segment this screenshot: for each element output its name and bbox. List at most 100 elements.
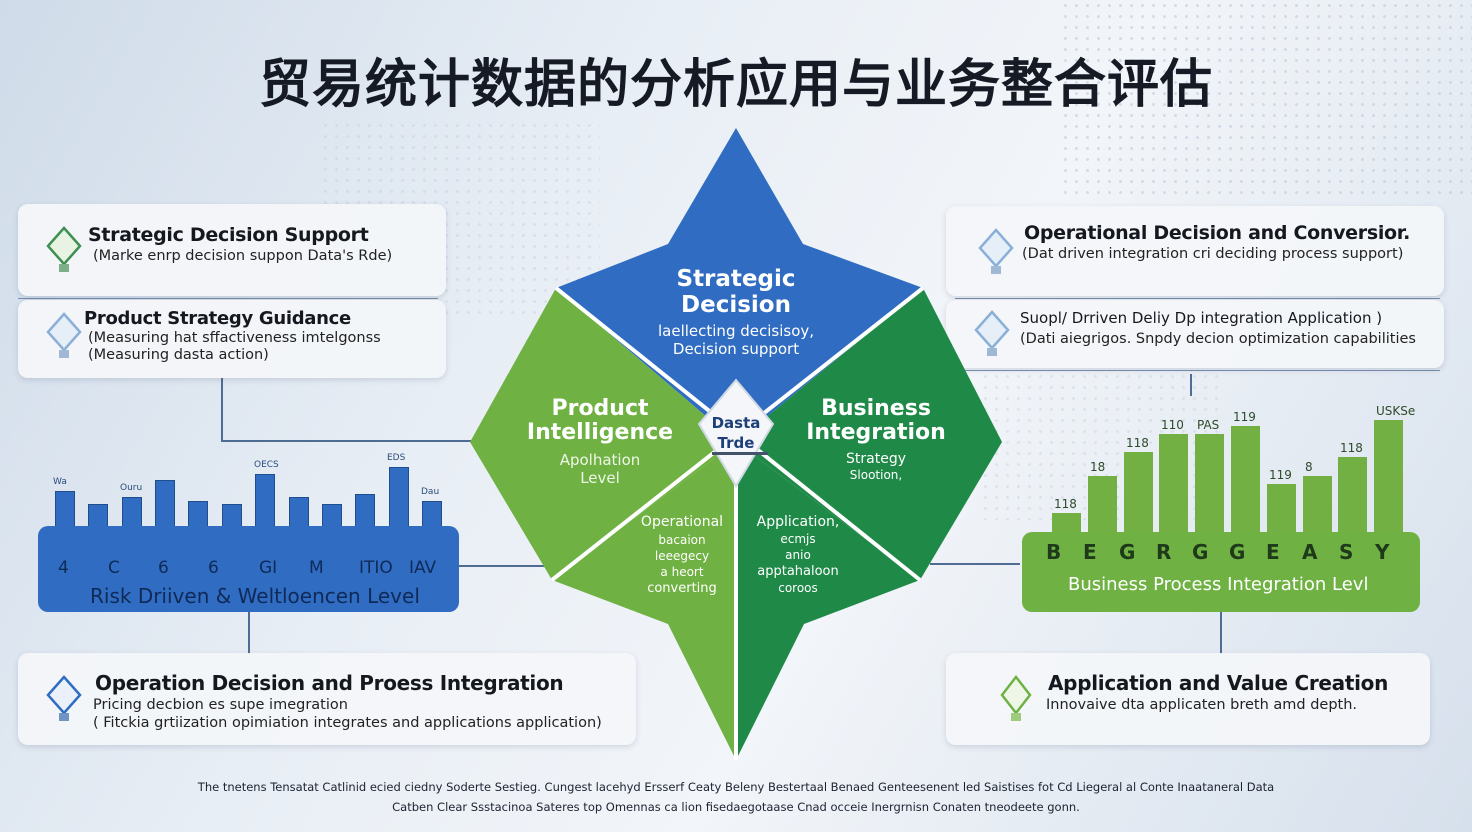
integration-chart-bar xyxy=(1303,476,1332,536)
risk-chart-letter: ITIO xyxy=(359,558,393,578)
lightbulb-diamond-icon xyxy=(46,675,82,721)
integration-chart-letter: Y xyxy=(1375,540,1390,564)
integration-chart-bar-label: 118 xyxy=(1340,441,1363,455)
integration-chart-bar xyxy=(1088,476,1117,536)
footer-line-2: Catben Clear Ssstacinoa Sateres top Omen… xyxy=(392,800,1080,814)
connector-divider-right xyxy=(955,298,1440,299)
risk-chart-bar xyxy=(389,467,409,530)
card-heading: Suopl/ Drriven Deliy Dp integration Appl… xyxy=(1020,309,1383,327)
integration-chart-letter: E xyxy=(1266,540,1280,564)
diamond-bottom-right-line-3: anio xyxy=(785,548,811,562)
lightbulb-icon xyxy=(1000,675,1032,721)
diamond-left-sub-1: Apolhation xyxy=(559,451,641,469)
risk-chart-letter: GI xyxy=(259,558,278,578)
integration-chart-bar xyxy=(1195,434,1224,536)
diamond-bottom-left-line-5: converting xyxy=(647,581,717,596)
diamond-right-sub-1: Strategy xyxy=(846,451,906,467)
dot-texture-top-right xyxy=(1060,0,1472,200)
diamond-left-sub-2: Level xyxy=(580,469,620,487)
diamond-center-label-1: Dasta xyxy=(711,414,761,432)
diamond-right-sub-2: Slootion, xyxy=(849,468,903,482)
integration-chart-bar-label: 119 xyxy=(1269,468,1292,482)
connector-right-chart xyxy=(930,563,1020,565)
connector-left-horizontal xyxy=(221,440,491,442)
card-strategic-decision-support: Strategic Decision Support (Marke enrp d… xyxy=(18,204,446,296)
diamond-top-sub-1: laellecting decisisoy, xyxy=(657,322,815,340)
diamond-left-title-1: Product xyxy=(551,396,649,421)
card-subtext: ( Fitckia grtiization opimiation integra… xyxy=(93,715,602,731)
connector-right-top xyxy=(1190,374,1192,396)
risk-chart-letter: IAV xyxy=(409,558,437,578)
risk-chart-letter: 6 xyxy=(208,558,219,578)
integration-chart-bar-label: 118 xyxy=(1126,436,1149,450)
diamond-bottom-right-line-5: coroos xyxy=(778,581,818,595)
card-heading: Product Strategy Guidance xyxy=(84,308,351,329)
connector-right-horizontal xyxy=(960,370,1440,371)
lightbulb-diamond-icon xyxy=(974,310,1010,356)
lightbulb-diamond-icon xyxy=(46,226,82,272)
integration-chart-letter: R xyxy=(1156,540,1172,564)
risk-chart-bar xyxy=(55,491,75,530)
connector-left-chart xyxy=(459,565,609,567)
central-diamond xyxy=(470,128,1002,760)
integration-chart-caption: Business Process Integration Levl xyxy=(1068,574,1369,595)
integration-chart-letter: G xyxy=(1192,540,1209,564)
integration-chart-bar-label: 8 xyxy=(1305,460,1313,474)
footer-line-1: The tnetens Tensatat Catlinid ecied cied… xyxy=(197,780,1275,794)
integration-chart-bar-label: 118 xyxy=(1054,497,1077,511)
risk-chart-bar xyxy=(355,494,375,530)
card-product-strategy-guidance: Product Strategy Guidance (Measuring hat… xyxy=(18,300,446,378)
diamond-bottom-left xyxy=(552,442,736,760)
card-operation-decision-process: Operation Decision and Proess Integratio… xyxy=(18,653,636,745)
diamond-bottom-right xyxy=(736,442,920,760)
diamond-bottom-left-line-2: bacaion xyxy=(658,533,706,547)
card-application-value-creation: Application and Value Creation Innovaive… xyxy=(946,653,1430,745)
integration-chart-bar xyxy=(1159,434,1188,536)
diamond-left-title-2: Intelligence xyxy=(526,420,674,445)
integration-chart-letter: G xyxy=(1229,540,1246,564)
card-heading: Operational Decision and Conversior. xyxy=(1024,222,1411,244)
diamond-bottom-right-line-4: apptahaloon xyxy=(757,564,839,579)
diamond-right-title-1: Business xyxy=(821,396,931,421)
card-heading: Operation Decision and Proess Integratio… xyxy=(95,671,564,695)
page-title: 贸易统计数据的分析应用与业务整合评估 xyxy=(258,55,1213,115)
integration-chart-bar xyxy=(1267,484,1296,536)
card-subtext: Innovaive dta applicaten breth amd depth… xyxy=(1046,697,1358,713)
integration-chart-bar xyxy=(1338,457,1367,536)
integration-chart-bar xyxy=(1124,452,1153,536)
risk-chart-bar-label: EDS xyxy=(387,453,406,463)
card-subtext: Pricing decbion es supe imegration xyxy=(93,697,348,713)
risk-chart-letter: 4 xyxy=(58,558,69,578)
diamond-bottom-left-line-4: a heort xyxy=(660,565,704,579)
integration-chart-bar xyxy=(1052,513,1081,536)
risk-chart-bar-label: Ouru xyxy=(120,483,143,493)
risk-chart-bar-label: OECS xyxy=(254,460,279,470)
connector-left-bottom xyxy=(248,612,250,654)
risk-chart-caption: Risk Driiven & Weltloencen Level xyxy=(90,584,420,608)
lightbulb-diamond-icon xyxy=(978,228,1014,274)
card-subtext: (Marke enrp decision suppon Data's Rde) xyxy=(93,248,393,264)
risk-chart-bar-label: Dau xyxy=(421,487,440,497)
card-subtext: (Measuring dasta action) xyxy=(88,347,269,363)
risk-chart-bar xyxy=(255,474,275,530)
diamond-top-title-2: Decision xyxy=(681,292,791,318)
diamond-center-badge xyxy=(697,378,775,488)
integration-chart-bar-label: PAS xyxy=(1197,418,1220,432)
diamond-bottom-left-line-3: leeegecy xyxy=(654,549,710,563)
diamond-center-label-2: Trde xyxy=(717,434,755,452)
integration-chart-letter: B xyxy=(1046,540,1062,564)
risk-chart-letter: 6 xyxy=(158,558,169,578)
integration-chart-bar-label: 119 xyxy=(1233,410,1256,424)
integration-chart-bar-label: USKSe xyxy=(1376,404,1416,418)
risk-chart-letter: C xyxy=(108,558,120,578)
card-heading: Strategic Decision Support xyxy=(88,224,369,246)
diamond-bottom-left-line-1: Operational xyxy=(640,514,724,530)
